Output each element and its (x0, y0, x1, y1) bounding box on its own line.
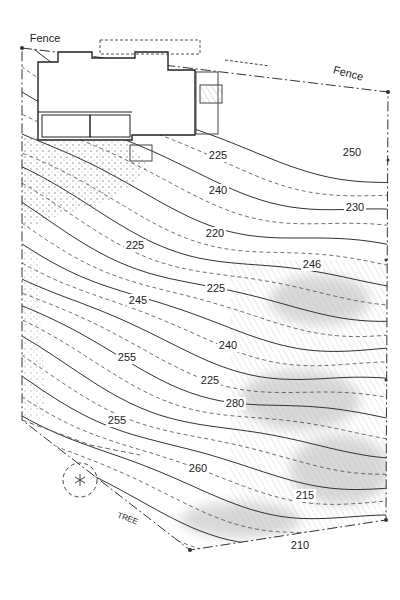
contour-line (10, 348, 400, 475)
contour-line (10, 454, 400, 574)
contour-line (10, 389, 400, 504)
contour-line (10, 256, 400, 366)
property-boundary (22, 48, 388, 550)
contour-elevation: 255 (116, 351, 138, 364)
contour-elevation: 255 (106, 414, 128, 427)
contour-elevation: 225 (124, 239, 146, 252)
contour-line (10, 161, 400, 288)
contour-line (10, 467, 400, 594)
contour-line (10, 483, 400, 600)
contour-line (10, 426, 400, 532)
contour-line (10, 409, 400, 519)
contour-line (10, 177, 400, 306)
contour-elevation: 220 (204, 227, 226, 240)
contour-line (10, 368, 400, 490)
contour-line (10, 195, 400, 322)
contour-elevation: 210 (289, 539, 311, 552)
fence-label: Fence (28, 32, 63, 45)
contour-elevation: 225 (205, 282, 227, 295)
fence-label: Fence (330, 62, 367, 84)
contour-elevation: 250 (341, 146, 363, 159)
contour-line (10, 314, 400, 441)
contour-elevation: 230 (344, 201, 366, 214)
contour-elevation: 240 (217, 339, 239, 352)
contour-elevation: 225 (207, 149, 229, 162)
contour-line (10, 129, 400, 247)
contour-elevation: 280 (224, 397, 246, 410)
stairs (130, 60, 270, 161)
contour-line (10, 273, 400, 379)
contour-elevation: 246 (301, 258, 323, 271)
contour-elevation: 260 (187, 462, 209, 475)
tree-symbol (63, 463, 97, 497)
contour-line (10, 441, 400, 553)
contour-elevation: 245 (127, 294, 149, 307)
contour-line (10, 236, 400, 352)
contour-elevation: 225 (199, 374, 221, 387)
contour-elevation: 215 (294, 489, 316, 502)
tree-label: TREE (114, 508, 142, 529)
contour-line (10, 301, 400, 421)
contour-line (10, 148, 400, 268)
contour-line (10, 288, 400, 400)
house (38, 40, 200, 140)
contour-lines (10, 31, 400, 600)
contour-line (10, 330, 400, 459)
contour-line (10, 31, 400, 183)
contour-elevation: 240 (207, 184, 229, 197)
